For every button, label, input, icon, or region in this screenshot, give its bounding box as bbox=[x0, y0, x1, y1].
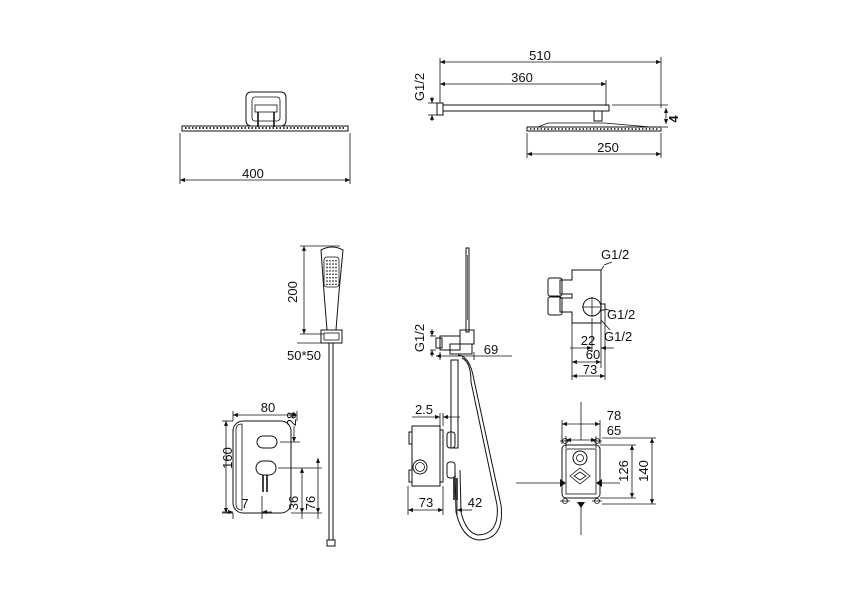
plate-bottom-offset-dimension: 76 bbox=[303, 496, 318, 510]
arm-total-dimension: 510 bbox=[529, 48, 551, 63]
valve-body-side-view: G1/2 G1/2 G1/2 22 60 73 bbox=[547, 247, 635, 380]
box-outer-width-dimension: 78 bbox=[607, 408, 621, 423]
plate-lower-offset-dimension: 36 bbox=[286, 496, 301, 510]
outlet-depth-dimension: 69 bbox=[484, 342, 498, 357]
outlet-thread-label: G1/2 bbox=[412, 324, 427, 352]
holder-size-dimension: 50*50 bbox=[287, 348, 321, 363]
valve-thread-bottom-label: G1/2 bbox=[604, 329, 632, 344]
valve-thread-mid-label: G1/2 bbox=[607, 307, 635, 322]
mixer-side-view: G1/2 69 2.5 73 42 bbox=[407, 247, 512, 541]
mixer-depth-dimension: 73 bbox=[419, 495, 433, 510]
plate-edge-dimension: 7 bbox=[241, 496, 248, 511]
valve-thread-top-label: G1/2 bbox=[601, 247, 629, 262]
plate-width-dimension: 80 bbox=[261, 400, 275, 415]
shower-head-side-view: 510 360 G1/2 4 250 bbox=[412, 48, 681, 158]
plate-top-offset-dimension: 28 bbox=[284, 412, 299, 426]
box-outer-height-dimension: 140 bbox=[636, 460, 651, 482]
valve-box-front-view: 78 65 126 140 bbox=[516, 402, 656, 535]
box-inner-height-dimension: 126 bbox=[616, 460, 631, 482]
arm-length-dimension: 360 bbox=[511, 70, 533, 85]
hand-shower-length-dimension: 200 bbox=[285, 281, 300, 303]
valve-offset-large-dimension: 73 bbox=[583, 362, 597, 377]
valve-plate-front-view: 80 160 28 36 76 7 bbox=[220, 400, 322, 519]
arm-thread-label: G1/2 bbox=[412, 73, 427, 101]
box-inner-width-dimension: 65 bbox=[607, 423, 621, 438]
handle-extension-dimension: 42 bbox=[468, 495, 482, 510]
head-diameter-dimension: 250 bbox=[597, 140, 619, 155]
valve-offset-mid-dimension: 60 bbox=[586, 347, 600, 362]
head-thickness-dimension: 4 bbox=[666, 115, 681, 123]
hand-shower-front-view: 200 50*50 bbox=[285, 245, 344, 547]
head-width-dimension: 400 bbox=[242, 166, 264, 181]
cover-plate-dimension: 2.5 bbox=[415, 402, 433, 417]
plate-height-dimension: 160 bbox=[220, 447, 235, 469]
shower-head-front-view: 400 bbox=[179, 91, 351, 184]
valve-offset-small-dimension: 22 bbox=[581, 333, 595, 348]
